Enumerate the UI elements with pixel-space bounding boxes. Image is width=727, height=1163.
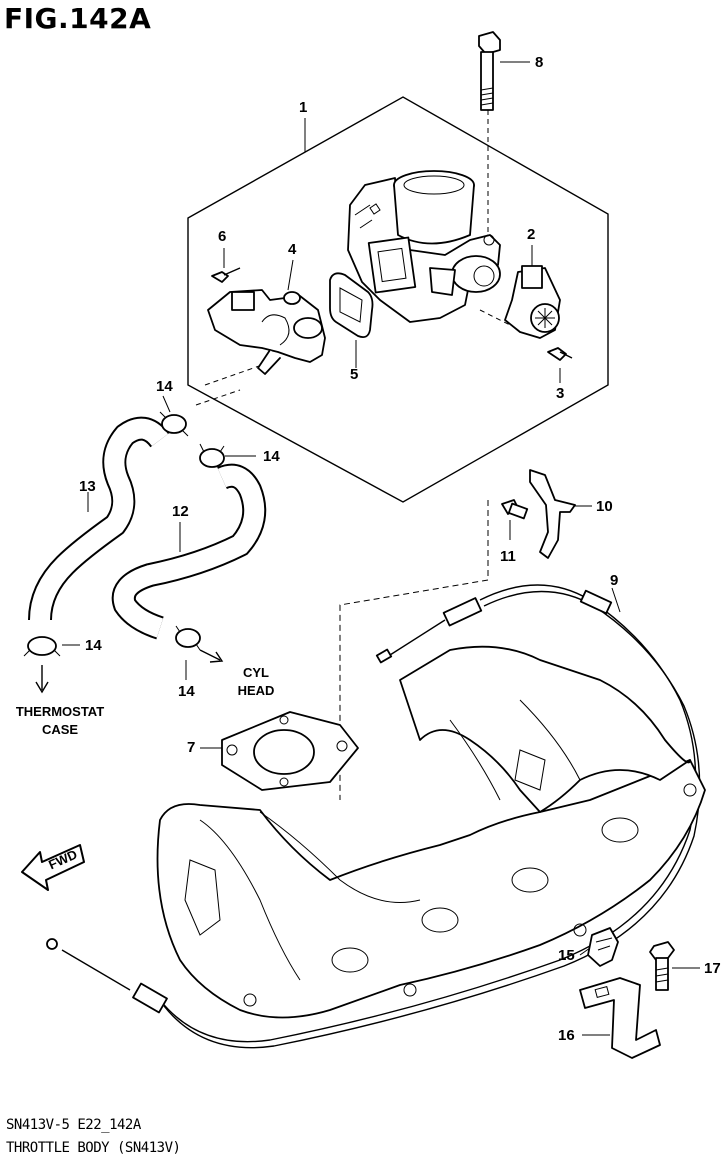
callout-1: 1	[299, 99, 308, 116]
leader-4	[287, 259, 294, 291]
callout-14c: 14	[85, 637, 102, 654]
isc-valve-4	[207, 289, 326, 375]
clamp-14c	[23, 636, 61, 657]
callout-5: 5	[350, 366, 359, 383]
bolt-17	[649, 941, 675, 991]
hose-align-line-2	[195, 389, 241, 406]
assembly-box-outline	[187, 96, 609, 503]
clamp-14b	[199, 443, 225, 468]
thermostat-line-1: THERMOSTAT	[15, 704, 105, 719]
callout-14a: 14	[156, 378, 173, 395]
callout-16: 16	[558, 1027, 575, 1044]
bracket-10	[529, 469, 576, 559]
hose-align-line	[204, 364, 263, 386]
hose-12	[111, 463, 267, 640]
callout-10: 10	[596, 498, 613, 515]
cyl-head-label: CYL HEAD	[228, 664, 284, 699]
leader-14a	[162, 395, 171, 413]
callout-15: 15	[558, 947, 575, 964]
footer-caption: THROTTLE BODY (SN413V)	[6, 1140, 181, 1156]
hose-13	[28, 416, 170, 621]
bolt-11	[501, 499, 529, 520]
callout-3: 3	[556, 385, 565, 402]
figure-title: FIG.142A	[4, 2, 152, 35]
flow-arrows	[35, 649, 224, 694]
callout-9: 9	[610, 572, 619, 589]
clamp-14d	[175, 625, 201, 651]
callout-8: 8	[535, 54, 544, 71]
callout-12: 12	[172, 503, 189, 520]
fwd-arrow-icon	[21, 844, 85, 891]
screw-6	[211, 267, 241, 283]
callout-4: 4	[288, 241, 297, 258]
callout-14b: 14	[263, 448, 280, 465]
cyl-head-line-1: CYL	[243, 665, 269, 680]
gasket-5	[329, 272, 374, 339]
gasket-7	[221, 711, 359, 791]
accelerator-cable	[46, 584, 701, 1049]
callout-14d: 14	[178, 683, 195, 700]
callout-13: 13	[79, 478, 96, 495]
callout-17: 17	[704, 960, 721, 977]
callout-11: 11	[500, 548, 516, 565]
cyl-head-line-2: HEAD	[237, 682, 275, 698]
leader-lines	[62, 61, 700, 1036]
clip-15	[587, 927, 619, 967]
thermostat-case-label: THERMOSTAT CASE	[12, 703, 108, 738]
throttle-position-sensor	[504, 265, 561, 339]
thermostat-line-2: CASE	[41, 721, 79, 737]
callout-7: 7	[187, 739, 196, 756]
footer-code: SN413V-5 E22_142A	[6, 1117, 141, 1133]
gasket-align-line	[339, 500, 489, 800]
screw-3	[547, 347, 573, 361]
intake-manifold	[156, 645, 706, 1019]
callout-6: 6	[218, 228, 227, 245]
bracket-16	[579, 977, 661, 1059]
clamp-14a	[159, 411, 189, 437]
callout-2: 2	[527, 226, 536, 243]
bolt-8	[478, 31, 501, 111]
leader-9	[611, 587, 621, 613]
throttle-body	[347, 170, 501, 323]
